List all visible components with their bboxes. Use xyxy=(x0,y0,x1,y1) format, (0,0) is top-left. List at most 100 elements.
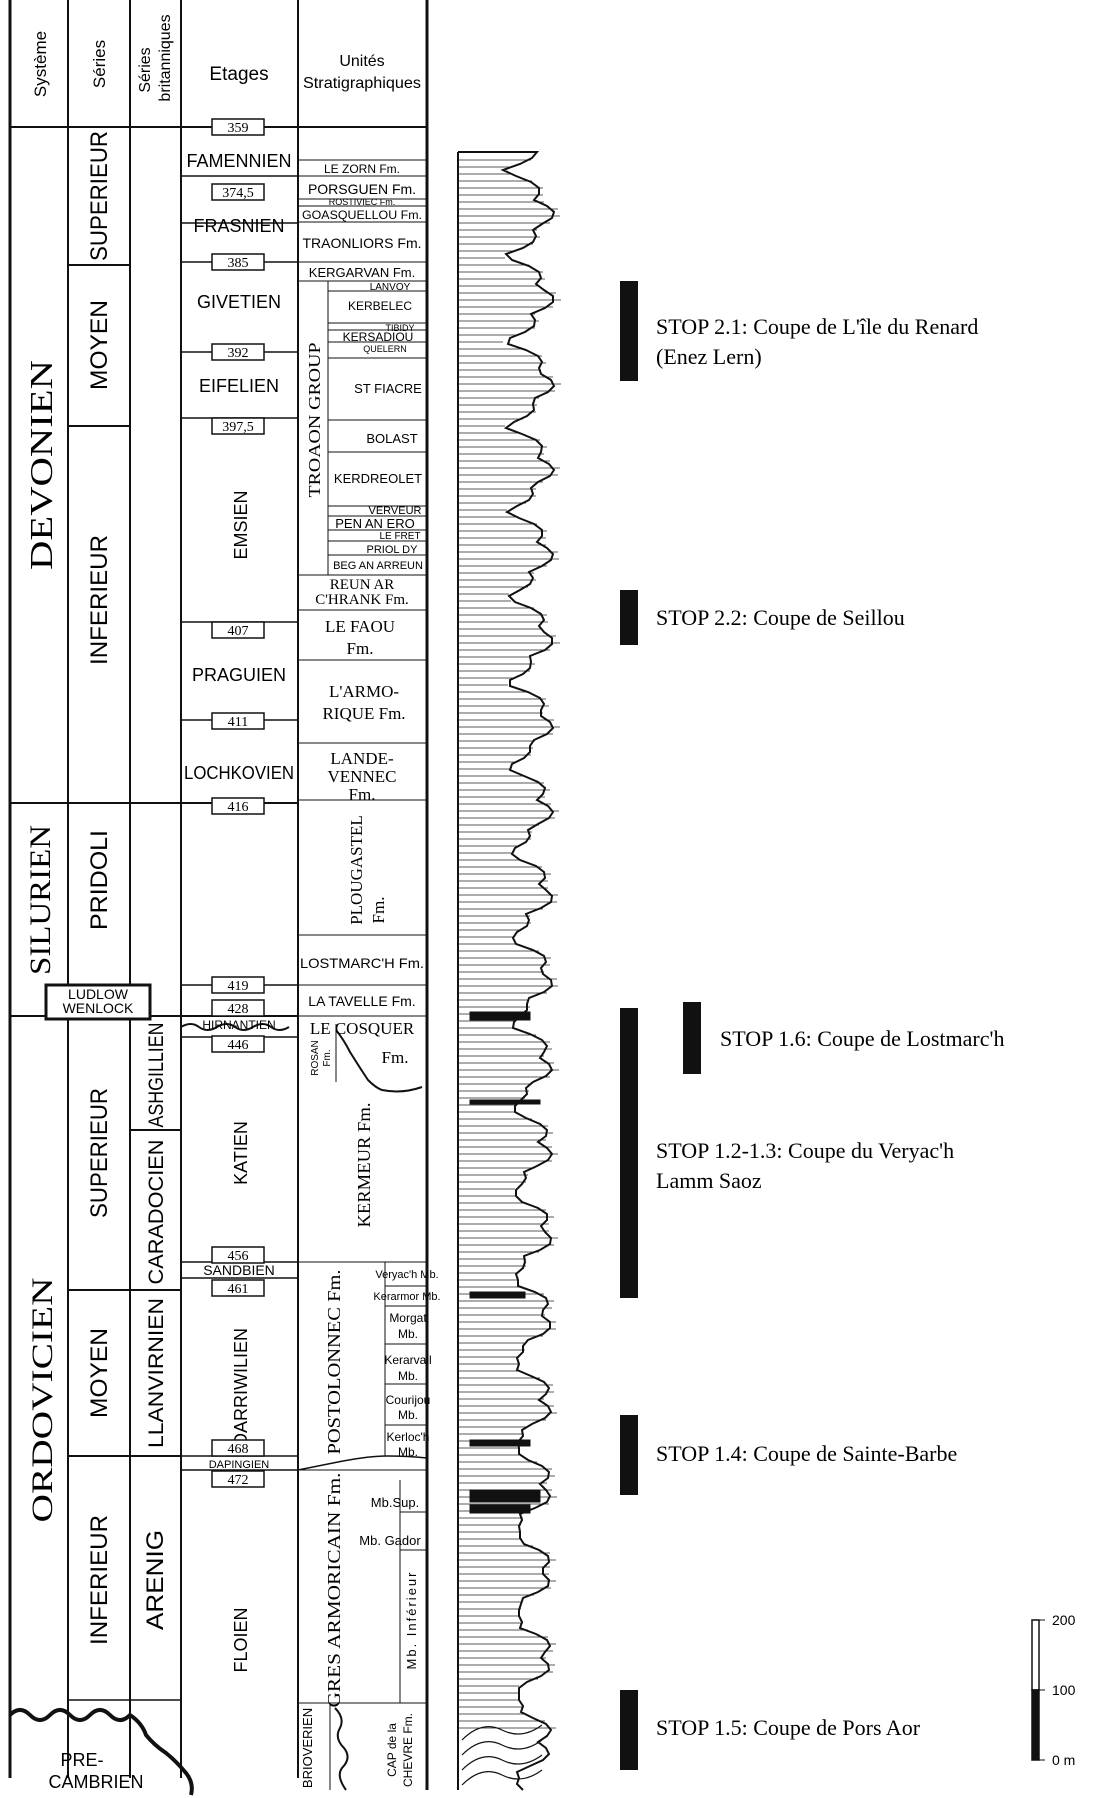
unit-plougastel-1: PLOUGASTEL xyxy=(347,815,366,925)
column-frame xyxy=(8,0,429,1790)
age-label: 472 xyxy=(228,1473,249,1488)
age-label: 456 xyxy=(228,1249,249,1264)
age-box: 411 xyxy=(211,712,265,730)
scale-100: 100 xyxy=(1052,1682,1076,1698)
stage-frasnien: FRASNIEN xyxy=(193,216,284,236)
unit-rostiviec: ROSTIVIEC Fm. xyxy=(329,197,396,207)
hirnantien-unconformity xyxy=(180,1023,290,1031)
unit-mb-sup: Mb.Sup. xyxy=(371,1495,419,1510)
stop-2-1-line-2: (Enez Lern) xyxy=(656,344,762,369)
british-caradocien: CARADOCIEN xyxy=(145,1140,168,1285)
dark-band xyxy=(469,1489,541,1503)
unit-porsguen: PORSGUEN Fm. xyxy=(308,181,416,197)
scale-200: 200 xyxy=(1052,1612,1076,1628)
unit-traonliors: TRAONLIORS Fm. xyxy=(302,235,421,251)
age-label: 397,5 xyxy=(222,420,254,435)
header-series-brit-2: britanniques xyxy=(157,14,174,101)
age-label: 374,5 xyxy=(222,186,254,201)
log-profile xyxy=(458,151,556,1791)
stop-2-2: STOP 2.2: Coupe de Seillou xyxy=(656,605,905,630)
age-label: 468 xyxy=(228,1442,249,1457)
age-label: 407 xyxy=(228,624,249,639)
age-box: 428 xyxy=(211,999,265,1017)
stop-bar xyxy=(620,590,638,645)
age-label: 428 xyxy=(228,1002,249,1017)
unit-kerarvail-2: Mb. xyxy=(398,1369,418,1383)
stage-darriwilien: DARRIWILIEN xyxy=(231,1328,251,1446)
unit-pen-an-ero: PEN AN ERO xyxy=(335,516,414,531)
unit-landevennec-1: LANDE- xyxy=(330,749,394,768)
systems-column: DEVONIEN SILURIEN ORDOVICIEN PRE- CAMBRI… xyxy=(23,360,144,1792)
stage-floien: FLOIEN xyxy=(231,1607,251,1672)
unit-mb-inferieur: Mb. Inférieur xyxy=(404,1571,419,1670)
unit-priol-dy: PRIOL DY xyxy=(367,544,419,556)
stop-1-6: STOP 1.6: Coupe de Lostmarc'h xyxy=(720,1026,1004,1051)
unit-kermeur: KERMEUR Fm. xyxy=(354,1103,374,1228)
unit-morgat-1: Morgat xyxy=(389,1311,427,1325)
header-etages: Etages xyxy=(209,64,268,85)
unit-cap-chevre-1: CAP de la xyxy=(385,1723,399,1777)
dapingien-unconformity xyxy=(297,1455,428,1471)
unit-kerdreolet: KERDREOLET xyxy=(334,471,422,486)
unit-kerbelec: KERBELEC xyxy=(348,299,412,313)
stop-bar xyxy=(620,1415,638,1495)
unit-st-fiacre: ST FIACRE xyxy=(354,381,422,396)
age-box: 416 xyxy=(211,797,265,815)
unit-le-zorn: LE ZORN Fm. xyxy=(324,162,400,176)
stage-sandbien: SANDBIEN xyxy=(203,1262,275,1278)
dark-band xyxy=(469,1099,541,1105)
unit-le-faou-1: LE FAOU xyxy=(325,617,395,636)
age-box: 472 xyxy=(211,1470,265,1488)
stop-bar xyxy=(620,1690,638,1770)
unit-landevennec-3: Fm. xyxy=(349,785,376,804)
stage-dapingien: DAPINGIEN xyxy=(209,1459,270,1471)
unit-kergarvan: KERGARVAN Fm. xyxy=(309,265,415,280)
unit-kerarvail-1: Kerarvail xyxy=(384,1353,431,1367)
stage-famennien: FAMENNIEN xyxy=(186,151,291,171)
cap-chevre-unconformity xyxy=(334,1707,349,1791)
unit-latavelle: LA TAVELLE Fm. xyxy=(308,993,415,1009)
age-box: 446 xyxy=(211,1035,265,1053)
system-devonien: DEVONIEN xyxy=(23,360,59,570)
unit-kersadiou: KERSADIOU xyxy=(343,330,414,344)
stage-emsien: EMSIEN xyxy=(231,490,251,559)
age-label: 419 xyxy=(228,979,249,994)
stage-katien: KATIEN xyxy=(231,1121,251,1185)
unit-beg-an-arreun: BEG AN ARREUN xyxy=(333,560,423,572)
series-column: SUPERIEUR MOYEN INFERIEUR PRIDOLI LUDLOW… xyxy=(63,131,134,1645)
age-box: 407 xyxy=(211,621,265,639)
unit-armorique-1: L'ARMO- xyxy=(329,682,399,701)
system-silurien: SILURIEN xyxy=(24,825,57,975)
unit-bolast: BOLAST xyxy=(366,431,417,446)
stage-hirnantien: HIRNANTIEN xyxy=(202,1018,275,1032)
scale-bar: 200 100 0 m xyxy=(1031,1612,1076,1768)
dark-band xyxy=(469,1504,531,1514)
stop-bar xyxy=(620,1008,638,1298)
dark-band xyxy=(469,1439,531,1447)
age-label: 385 xyxy=(228,256,249,271)
unit-kerloch-2: Mb. xyxy=(398,1445,418,1459)
system-precambrien-2: CAMBRIEN xyxy=(48,1772,143,1792)
stops: STOP 2.1: Coupe de L'île du Renard (Enez… xyxy=(620,281,1004,1770)
age-label: 392 xyxy=(228,346,249,361)
british-llanvirnien: LLANVIRNIEN xyxy=(145,1298,168,1448)
unit-kerarmor-mb: Kerarmor Mb. xyxy=(373,1291,440,1303)
unit-le-cosquer-2: Fm. xyxy=(382,1048,409,1067)
age-box: 468 xyxy=(211,1439,265,1457)
series-ord-inf: INFERIEUR xyxy=(86,1515,113,1645)
series-ord-moy: MOYEN xyxy=(86,1328,113,1418)
british-series-column: ASHGILLIEN CARADOCIEN LLANVIRNIEN ARENIG xyxy=(142,1023,169,1631)
unit-goasquellou: GOASQUELLOU Fm. xyxy=(302,208,422,222)
unit-quelern: QUELERN xyxy=(363,344,407,354)
dark-band xyxy=(469,1291,526,1299)
header-row: Système Séries Séries britanniques Etage… xyxy=(31,14,421,101)
stage-givetien: GIVETIEN xyxy=(197,292,281,312)
stop-bar xyxy=(683,1002,701,1074)
unit-cap-chevre-2: CHEVRE Fm. xyxy=(401,1713,415,1787)
unit-rosan-2: Fm. xyxy=(322,1049,333,1066)
stop-1-5: STOP 1.5: Coupe de Pors Aor xyxy=(656,1715,921,1740)
unit-troaon-group: TROAON GROUP xyxy=(305,343,324,498)
unit-tibidy: TIBIDY xyxy=(385,323,414,333)
age-label: 416 xyxy=(228,800,249,815)
age-label: 359 xyxy=(228,121,249,136)
